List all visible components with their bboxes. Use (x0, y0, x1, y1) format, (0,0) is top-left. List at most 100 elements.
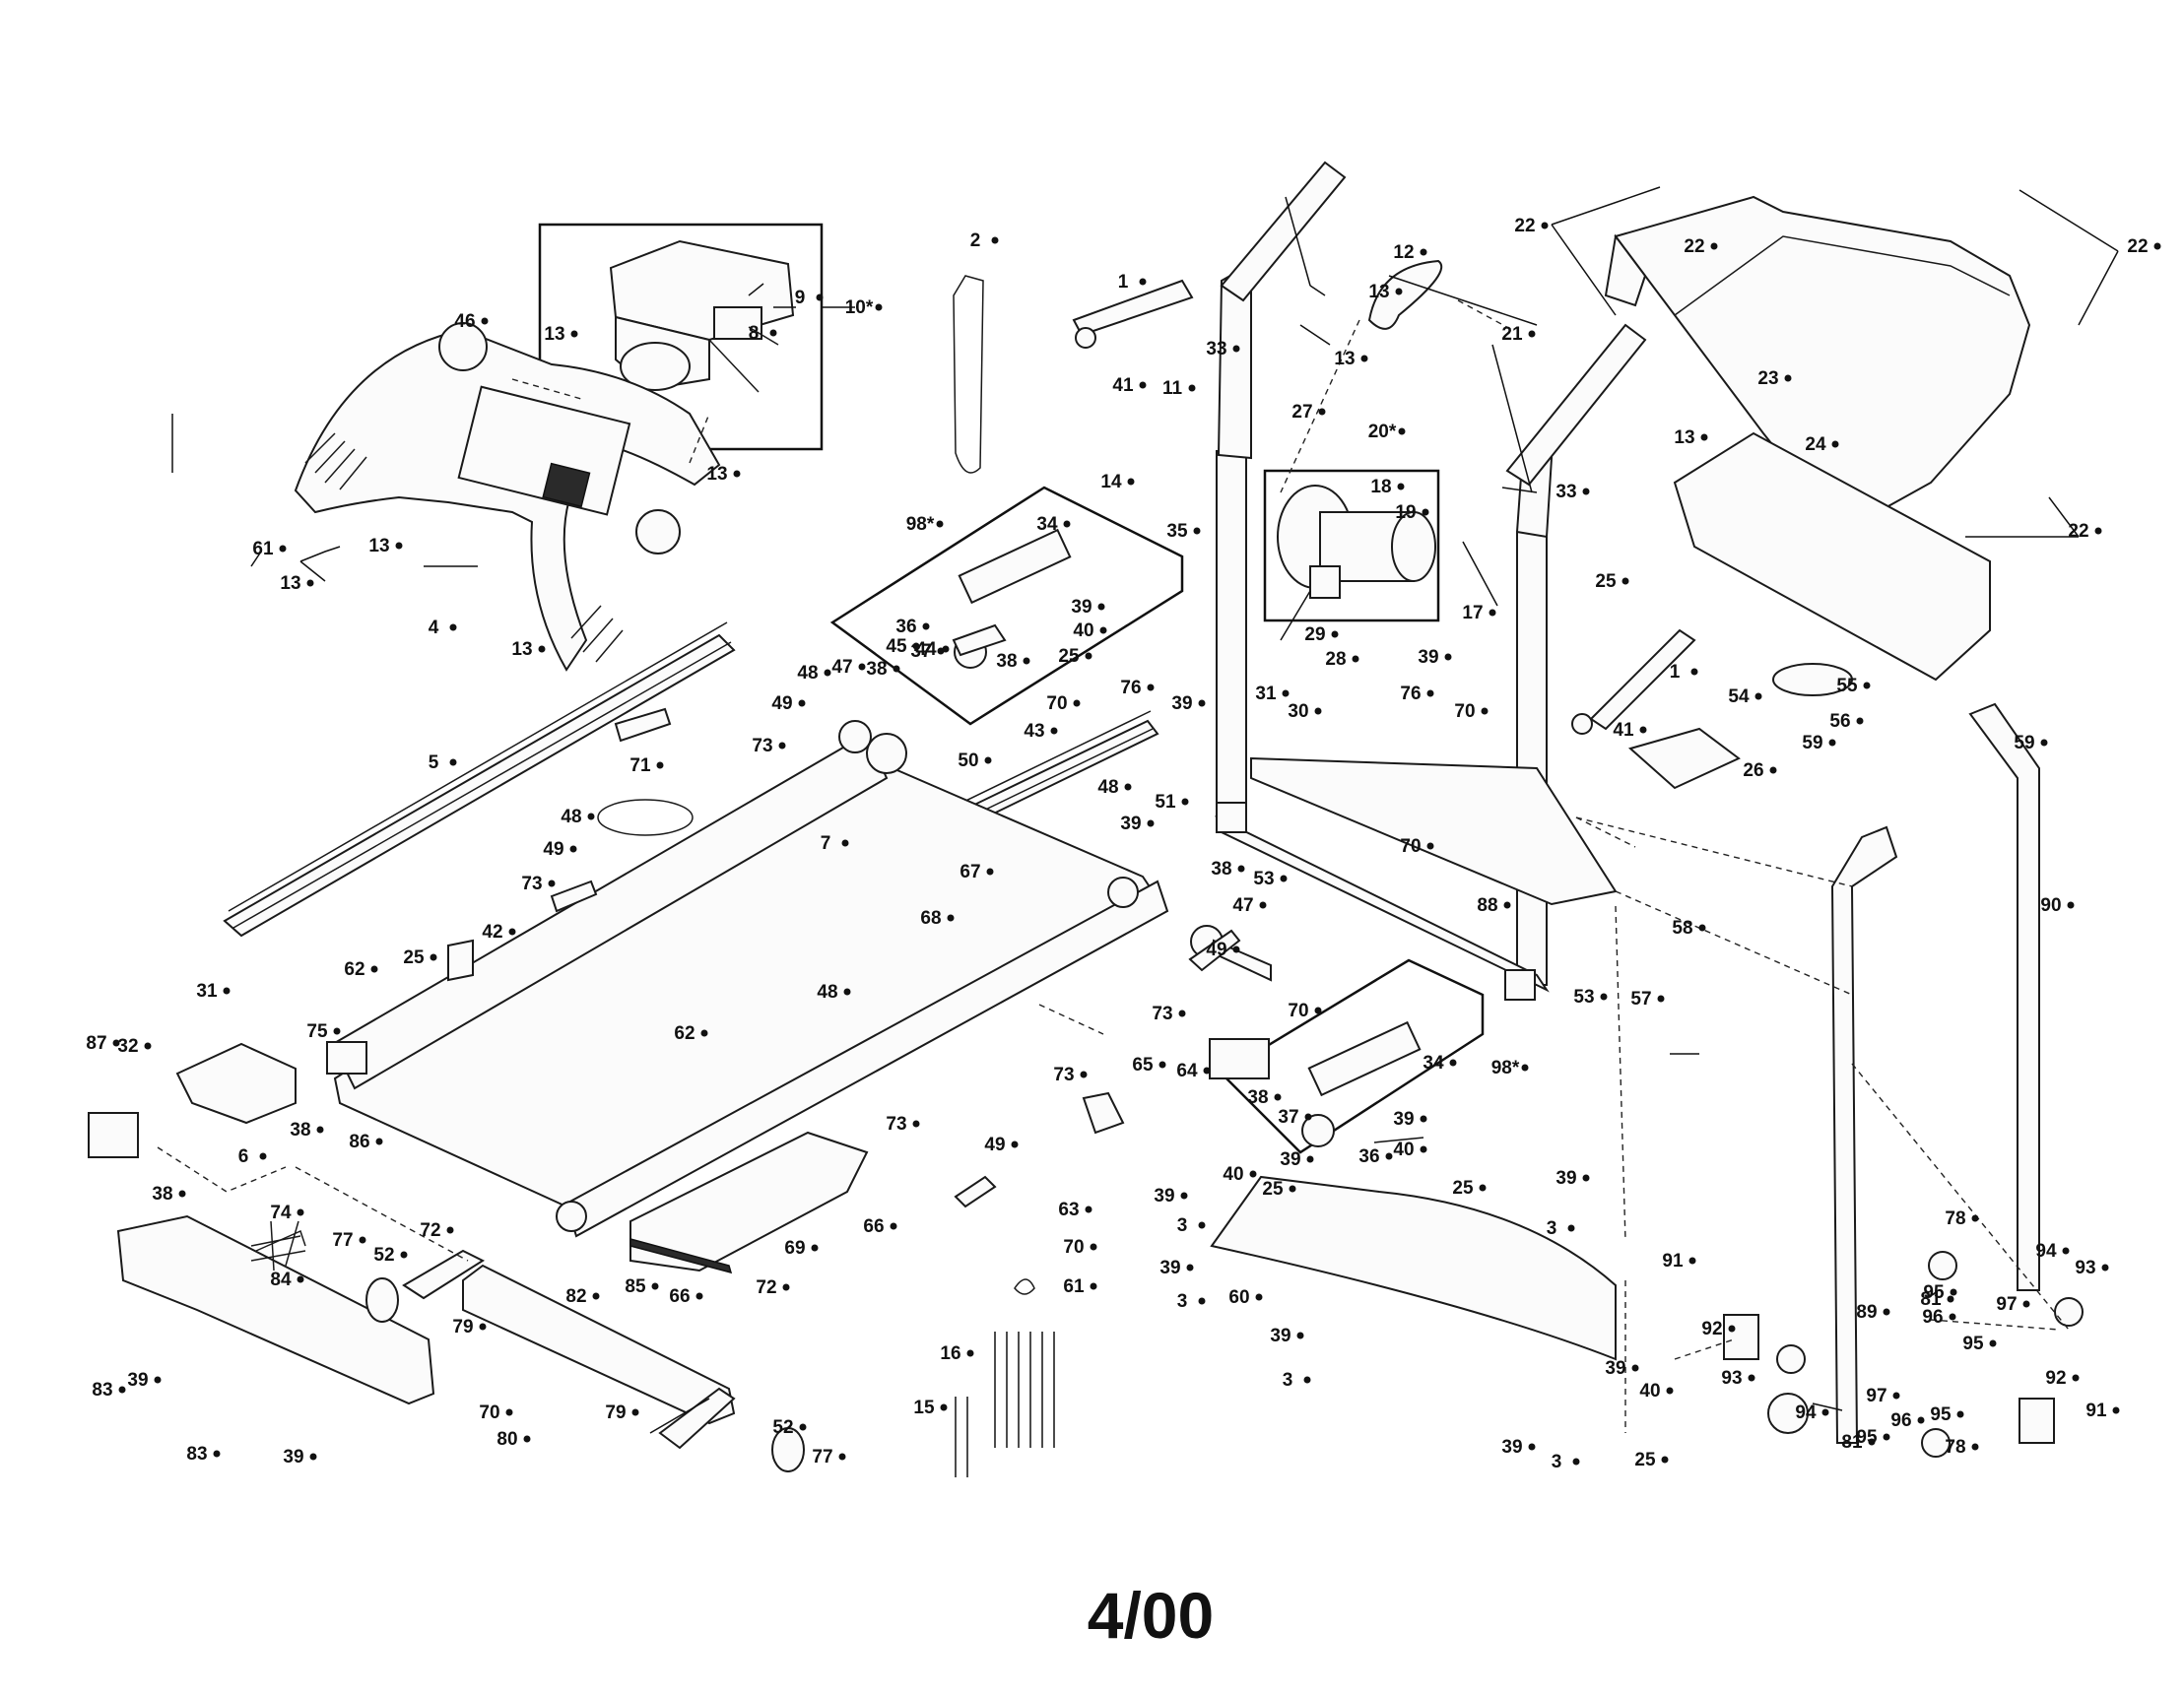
fastener-dot (1318, 408, 1326, 416)
part-number-label: 39 (1501, 1437, 1522, 1458)
part-number-label: 3 (1177, 1215, 1188, 1236)
part-number-label: 39 (1393, 1109, 1414, 1130)
part-number-label: 83 (186, 1444, 207, 1465)
fastener-dot (1479, 1184, 1487, 1192)
part-number-label: 48 (797, 663, 818, 684)
fastener-dot (1950, 1288, 1957, 1296)
fastener-dot (890, 1222, 897, 1230)
part-number-label: 25 (403, 947, 425, 968)
part-number-label: 81 (1841, 1432, 1863, 1453)
fastener-dot (2062, 1247, 2070, 1255)
fastener-dot (799, 1423, 807, 1431)
fastener-dot (316, 1126, 324, 1134)
fastener-dot (1582, 1174, 1590, 1182)
part-number-label: 59 (1802, 733, 1822, 753)
fastener-dot (947, 914, 955, 922)
incline-callout-boxes (829, 486, 1485, 1154)
motor-hood (1604, 195, 2031, 534)
fastener-dot (446, 1226, 454, 1234)
fastener-dot (523, 1435, 531, 1443)
part-number-label: 45 (886, 636, 907, 657)
fastener-dot (1784, 374, 1792, 382)
fastener-dot (986, 868, 994, 876)
part-number-label: 83 (92, 1380, 112, 1401)
fastener-dot (309, 1453, 317, 1461)
fastener-dot (1863, 682, 1871, 689)
part-number-label: 13 (511, 639, 532, 660)
part-number-label: 91 (2085, 1401, 2107, 1421)
part-number-label: 78 (1945, 1208, 1965, 1229)
part-number-label: 39 (1171, 693, 1192, 714)
part-number-label: 39 (127, 1370, 148, 1391)
part-number-label: 65 (1132, 1055, 1154, 1076)
fastener-dot (1360, 355, 1368, 362)
part-number-label: 5 (429, 752, 439, 773)
fastener-dot (1147, 819, 1155, 827)
part-number-label: 39 (1159, 1258, 1180, 1278)
part-number-label: 63 (1058, 1200, 1079, 1220)
part-number-label: 38 (1211, 859, 1231, 880)
part-number-label: 16 (940, 1343, 960, 1364)
part-number-label: 30 (1288, 701, 1308, 722)
part-number-label: 8 (749, 323, 760, 344)
part-number-label: 81 (1920, 1289, 1942, 1310)
fastener-dot (1528, 1443, 1536, 1451)
motor-callout-box (1263, 469, 1440, 622)
part-number-label: 21 (1501, 324, 1523, 345)
fastener-dot (1203, 1067, 1211, 1075)
part-number-label: 91 (1662, 1251, 1684, 1272)
fastener-dot (1449, 1059, 1457, 1067)
fastener-dot (1582, 488, 1590, 495)
part-number-label: 70 (1400, 836, 1421, 857)
fastener-dot (118, 1386, 126, 1394)
fastener-dot (1572, 1458, 1580, 1466)
part-number-label: 77 (332, 1230, 353, 1251)
part-number-label: 32 (117, 1036, 138, 1057)
part-number-label: 36 (1358, 1146, 1379, 1167)
fastener-dot (631, 1408, 639, 1416)
part-number-label: 72 (756, 1277, 776, 1298)
part-number-label: 34 (1423, 1053, 1444, 1074)
fastener-dot (1426, 842, 1434, 850)
part-number-label: 13 (1334, 349, 1355, 369)
part-number-label: 70 (1454, 701, 1475, 722)
part-number-label: 6 (238, 1146, 249, 1167)
fastener-dot (1124, 783, 1132, 791)
part-number-label: 60 (1228, 1287, 1249, 1308)
fastener-dot (912, 1120, 920, 1128)
part-number-label: 35 (1166, 521, 1188, 542)
fastener-dot (1385, 1152, 1393, 1160)
fastener-dot (306, 579, 314, 587)
part-number-label: 95 (1923, 1282, 1945, 1303)
fastener-dot (838, 1453, 846, 1461)
part-number-label: 27 (1291, 402, 1312, 423)
part-number-label: 42 (482, 922, 502, 943)
fastener-dot (1085, 652, 1092, 660)
fastener-dot (1314, 707, 1322, 715)
part-number-label: 73 (1152, 1004, 1172, 1024)
treadmill-deck (326, 732, 1169, 1238)
fastener-dot (991, 236, 999, 244)
part-number-label: 12 (1393, 242, 1414, 263)
part-number-label: 62 (674, 1023, 695, 1044)
part-number-label: 49 (984, 1135, 1005, 1155)
part-number-label: 1 (1118, 272, 1129, 293)
part-number-label: 95 (1856, 1427, 1878, 1448)
fastener-dot (936, 520, 944, 528)
part-number-label: 13 (544, 324, 564, 345)
part-number-label: 96 (1890, 1410, 1911, 1431)
front-roller-assembly (116, 1214, 805, 1472)
part-number-label: 39 (1555, 1168, 1576, 1189)
part-number-label: 79 (452, 1317, 473, 1337)
fastener-dot (1521, 1064, 1529, 1072)
part-number-label: 95 (1930, 1404, 1952, 1425)
fastener-dot (2101, 1264, 2109, 1272)
part-number-label: 28 (1325, 649, 1346, 670)
fastener-dot (154, 1376, 162, 1384)
part-number-label: 40 (1073, 620, 1093, 641)
part-number-label: 94 (1795, 1402, 1817, 1423)
fastener-dot (1237, 865, 1245, 873)
fastener-dot (841, 839, 849, 847)
drive-belt (1367, 259, 1443, 330)
fastener-dot (1422, 508, 1429, 516)
